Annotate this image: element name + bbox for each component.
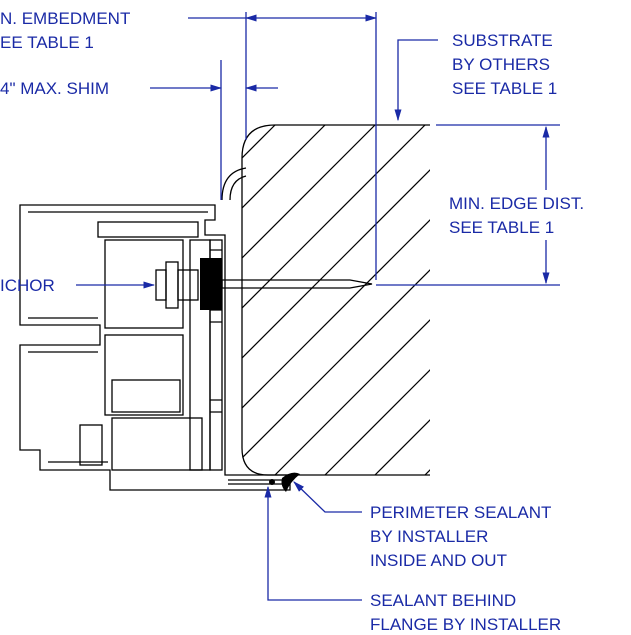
perimeter-sealant-label-line1: PERIMETER SEALANT bbox=[370, 503, 551, 522]
substrate-label-line2: BY OTHERS bbox=[452, 55, 550, 74]
substrate-label-line1: SUBSTRATE bbox=[452, 31, 553, 50]
sealant-beads bbox=[269, 472, 300, 492]
edge-distance-label-line1: MIN. EDGE DIST. bbox=[449, 194, 584, 213]
perimeter-sealant-label-line3: INSIDE AND OUT bbox=[370, 551, 507, 570]
callout-labels: N. EMBEDMENT EE TABLE 1 4" MAX. SHIM SUB… bbox=[0, 9, 584, 634]
dimension-lines bbox=[76, 12, 560, 601]
flange-sealant-bead bbox=[269, 479, 275, 485]
embedment-label-line2: EE TABLE 1 bbox=[0, 33, 94, 52]
substrate-label-line3: SEE TABLE 1 bbox=[452, 79, 557, 98]
substrate bbox=[241, 124, 430, 476]
substrate-hatch bbox=[242, 125, 430, 475]
anchor-screw bbox=[155, 258, 373, 310]
perimeter-sealant-bead bbox=[281, 472, 300, 492]
embedment-label-line1: N. EMBEDMENT bbox=[0, 9, 130, 28]
substrate-outline bbox=[241, 124, 430, 476]
perimeter-sealant-label-line2: BY INSTALLER bbox=[370, 527, 488, 546]
edge-distance-label-line2: SEE TABLE 1 bbox=[449, 218, 554, 237]
sealant-behind-label-line1: SEALANT BEHIND bbox=[370, 591, 516, 610]
window-frame-profile bbox=[19, 167, 291, 491]
sealant-behind-label-line2: FLANGE BY INSTALLER bbox=[370, 615, 561, 634]
shim-label: 4" MAX. SHIM bbox=[0, 79, 109, 98]
anchor-label: ICHOR bbox=[0, 276, 55, 295]
shim bbox=[200, 258, 222, 310]
